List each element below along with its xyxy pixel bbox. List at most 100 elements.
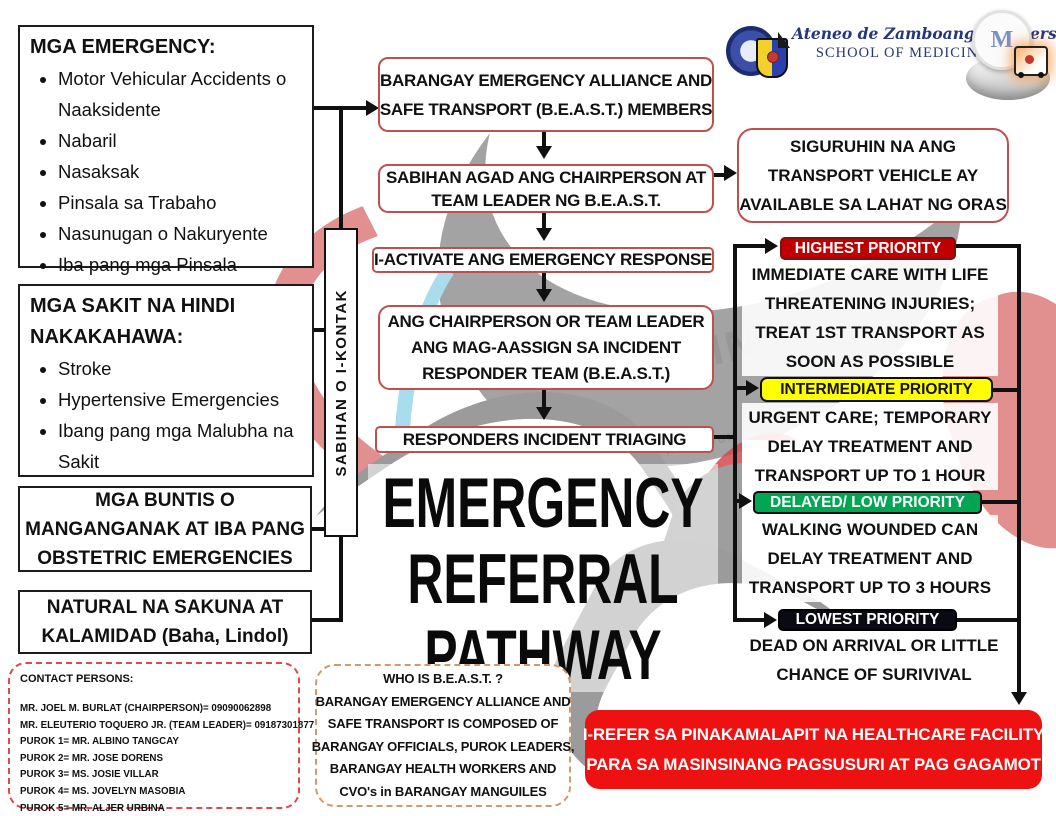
delayed-priority-desc: WALKING WOUNDED CAN DELAY TREATMENT AND … — [742, 515, 998, 602]
obstetric-box: MGA BUNTIS O MANGANGANAK AT IBA PANG OBS… — [18, 486, 312, 572]
beast-info-line: BARANGAY OFFICIALS, PUROK LEADERS, — [311, 738, 575, 754]
desc-line: IMMEDIATE CARE WITH LIFE — [751, 265, 989, 284]
arrow-into-refer — [1011, 692, 1027, 705]
flow-step2-line: TEAM LEADER NG B.E.A.S.T. — [431, 190, 661, 210]
flow-arrow-2-head — [536, 228, 552, 241]
contact-connector-box: SABIHAN O I-KONTAK — [324, 228, 358, 537]
university-seal-icon — [726, 26, 790, 78]
noncommunicable-list-title: MGA SAKIT NA HINDI NAKAKAHAWA: — [30, 295, 236, 348]
contact-persons-list: MR. JOEL M. BURLAT (CHAIRPERSON)= 090900… — [20, 700, 315, 816]
transport-note-line: AVAILABLE SA LAHAT NG ORAS — [739, 195, 1007, 214]
beast-info-line: BARANGAY HEALTH WORKERS AND — [329, 761, 557, 776]
arrow-into-delayed — [739, 493, 752, 509]
step2-to-transport-head — [724, 165, 737, 181]
delayed-priority-badge: DELAYED/ LOW PRIORITY — [753, 491, 982, 514]
flow-step5-box: RESPONDERS INCIDENT TRIAGING — [375, 426, 714, 453]
desc-line: DELAY TREATMENT AND — [767, 549, 973, 568]
beast-info-line: SAFE TRANSPORT IS COMPOSED OF — [327, 716, 559, 731]
refer-line: PARA SA MASINSINANG PAGSUSURI AT PAG GAG… — [586, 754, 1041, 774]
flow-step1-box: BARANGAY EMERGENCY ALLIANCE AND SAFE TRA… — [378, 57, 714, 132]
flow-step3-label: I-ACTIVATE ANG EMERGENCY RESPONSE — [374, 250, 713, 269]
emergency-list-title: MGA EMERGENCY: — [30, 36, 216, 58]
emergency-list-box: MGA EMERGENCY: Motor Vehicular Accidents… — [18, 25, 314, 275]
page-title: EMERGENCY REFERRAL PATHWAY — [368, 463, 718, 693]
flow-step2-line: SABIHAN AGAD ANG CHAIRPERSON AT — [385, 167, 706, 187]
contact-entry: PUROK 3= MS. JOSIE VILLAR — [20, 768, 159, 781]
header: Ateneo de Zamboanga University SCHOOL OF… — [720, 8, 1056, 108]
list-item: Motor Vehicular Accidents o Naaksidente — [58, 63, 302, 125]
flow-step1-line: BARANGAY EMERGENCY ALLIANCE AND — [380, 70, 712, 90]
list-item: Nasunugan o Nakuryente — [58, 218, 302, 249]
branch-lowest-line — [733, 618, 766, 622]
medicine-logo-icon: M — [962, 8, 1054, 106]
disaster-line: NATURAL NA SAKUNA AT — [46, 597, 284, 618]
list-item: Nasaksak — [58, 156, 302, 187]
branch-highest-line — [733, 244, 767, 248]
transport-note-box: SIGURUHIN NA ANG TRANSPORT VEHICLE AY AV… — [737, 128, 1009, 223]
highest-to-right-trunk — [956, 244, 1021, 248]
contact-persons-title: CONTACT PERSONS: — [20, 673, 134, 685]
beast-info-box: WHO IS B.E.A.S.T. ? BARANGAY EMERGENCY A… — [312, 664, 575, 807]
list-item: Ibang pang mga Malubha na Sakit — [58, 415, 302, 477]
highest-priority-desc: IMMEDIATE CARE WITH LIFE THREATENING INJ… — [742, 260, 998, 376]
lowest-priority-badge: LOWEST PRIORITY — [778, 609, 957, 631]
noncommunicable-list-box: MGA SAKIT NA HINDI NAKAKAHAWA: Stroke Hy… — [18, 284, 314, 477]
contact-entry: MR. ELEUTERIO TOQUERO JR. (TEAM LEADER)=… — [20, 718, 315, 731]
list-item: Pinsala sa Trabaho — [58, 187, 302, 218]
intermediate-priority-desc: URGENT CARE; TEMPORARY DELAY TREATMENT A… — [742, 403, 998, 490]
intermediate-priority-badge: INTERMEDIATE PRIORITY — [760, 377, 993, 402]
flow-step4-line: ANG MAG-AASSIGN SA INCIDENT — [411, 337, 681, 357]
desc-line: WALKING WOUNDED CAN — [761, 520, 979, 539]
contact-connector-label: SABIHAN O I-KONTAK — [332, 288, 350, 477]
flow-step1-line: SAFE TRANSPORT (B.E.A.S.T.) MEMBERS — [379, 99, 713, 119]
lowest-priority-desc: DEAD ON ARRIVAL OR LITTLE CHANCE OF SURI… — [740, 631, 1008, 689]
noncommunicable-list: Stroke Hypertensive Emergencies Ibang pa… — [30, 353, 302, 477]
ambulance-icon — [1014, 46, 1048, 78]
transport-note-line: SIGURUHIN NA ANG — [790, 137, 956, 156]
beast-info-line: CVO's in BARANGAY MANGUILES — [339, 783, 547, 799]
delayed-to-right-trunk — [982, 500, 1021, 504]
priority-trunk-line — [733, 244, 737, 622]
highest-priority-badge: HIGHEST PRIORITY — [780, 237, 956, 260]
contact-persons-box: CONTACT PERSONS: MR. JOEL M. BURLAT (CHA… — [8, 662, 314, 814]
branch-emergency-line — [314, 106, 368, 110]
disaster-line: KALAMIDAD (Baha, Lindol) — [41, 626, 289, 647]
obstetric-line: MGA BUNTIS O — [95, 489, 235, 511]
flow-step4-line: ANG CHAIRPERSON OR TEAM LEADER — [387, 311, 705, 331]
desc-line: TRANSPORT UP TO 3 HOURS — [748, 578, 992, 597]
flow-step2-box: SABIHAN AGAD ANG CHAIRPERSON AT TEAM LEA… — [378, 164, 714, 213]
desc-line: TREAT 1ST TRANSPORT AS — [755, 323, 985, 342]
list-item: Hypertensive Emergencies — [58, 384, 302, 415]
lowest-to-right-trunk — [957, 618, 1021, 622]
list-item: Iba pang mga Pinsala — [58, 249, 302, 280]
flow-arrow-1-head — [536, 146, 552, 159]
list-item: Stroke — [58, 353, 302, 384]
arrow-into-highest — [765, 238, 778, 254]
desc-line: DEAD ON ARRIVAL OR LITTLE — [749, 636, 999, 655]
disaster-box: NATURAL NA SAKUNA AT KALAMIDAD (Baha, Li… — [18, 590, 312, 654]
beast-info-line: WHO IS B.E.A.S.T. ? — [383, 671, 503, 686]
flow-arrow-3-head — [536, 289, 552, 302]
refer-action-box: I-REFER SA PINAKAMALAPIT NA HEALTHCARE F… — [582, 710, 1045, 789]
right-trunk-line — [1017, 244, 1021, 694]
flow-arrow-4-head — [536, 407, 552, 420]
arrow-into-lowest — [764, 612, 777, 628]
branch-sakuna-line — [311, 618, 341, 622]
contact-entry: MR. JOEL M. BURLAT (CHAIRPERSON)= 090900… — [20, 702, 272, 714]
obstetric-line: MANGANGANAK AT IBA PANG — [25, 518, 305, 540]
arrow-into-intermediate — [746, 380, 759, 396]
desc-line: URGENT CARE; TEMPORARY — [748, 408, 992, 427]
flow-step4-box: ANG CHAIRPERSON OR TEAM LEADER ANG MAG-A… — [378, 305, 714, 390]
contact-entry: PUROK 5= MR. ALJER URBINA — [20, 801, 165, 814]
flow-step3-box: I-ACTIVATE ANG EMERGENCY RESPONSE — [372, 247, 714, 273]
contact-entry: PUROK 1= MR. ALBINO TANGCAY — [20, 735, 179, 748]
vinta-sail-icon — [778, 32, 790, 48]
desc-line: CHANCE OF SURIVIVAL — [776, 665, 972, 684]
contact-entry: PUROK 2= MR. JOSE DORENS — [20, 751, 163, 764]
desc-line: TRANSPORT UP TO 1 HOUR — [754, 466, 986, 485]
refer-line: I-REFER SA PINAKAMALAPIT NA HEALTHCARE F… — [582, 724, 1045, 744]
desc-line: THREATENING INJURIES; — [764, 294, 976, 313]
transport-note-line: TRANSPORT VEHICLE AY — [767, 166, 979, 185]
list-item: Nabaril — [58, 125, 302, 156]
